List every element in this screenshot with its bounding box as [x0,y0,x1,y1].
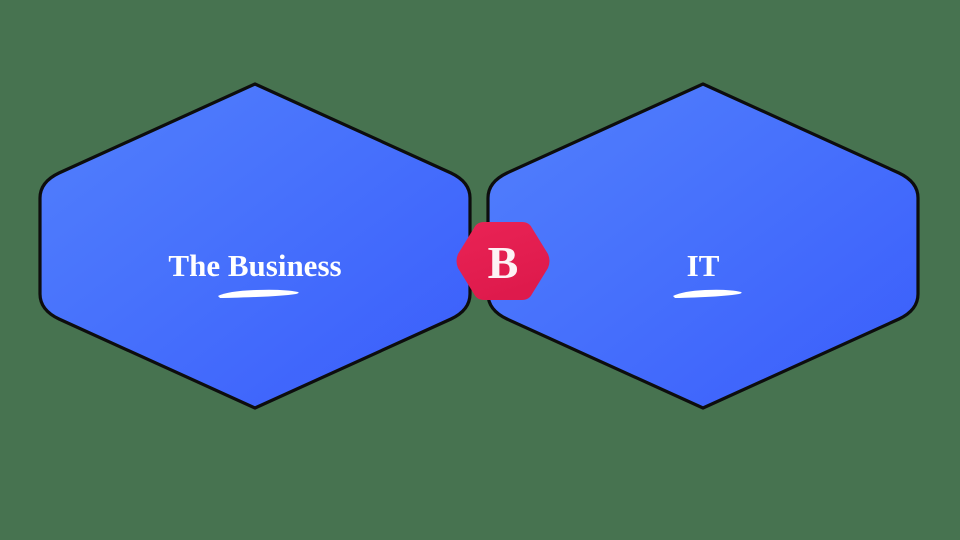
node-it-shape[interactable] [486,82,920,410]
node-business[interactable]: The Business [38,82,472,410]
node-business-shape[interactable] [38,82,472,410]
node-it[interactable]: IT [486,82,920,410]
node-it-underline [673,289,742,298]
connector-badge[interactable]: B [456,222,550,300]
connector-badge-letter: B [488,237,519,288]
node-business-label: The Business [168,248,341,283]
node-it-label: IT [687,248,720,283]
connector-badge-shape[interactable] [456,222,550,300]
node-business-underline [218,289,299,298]
